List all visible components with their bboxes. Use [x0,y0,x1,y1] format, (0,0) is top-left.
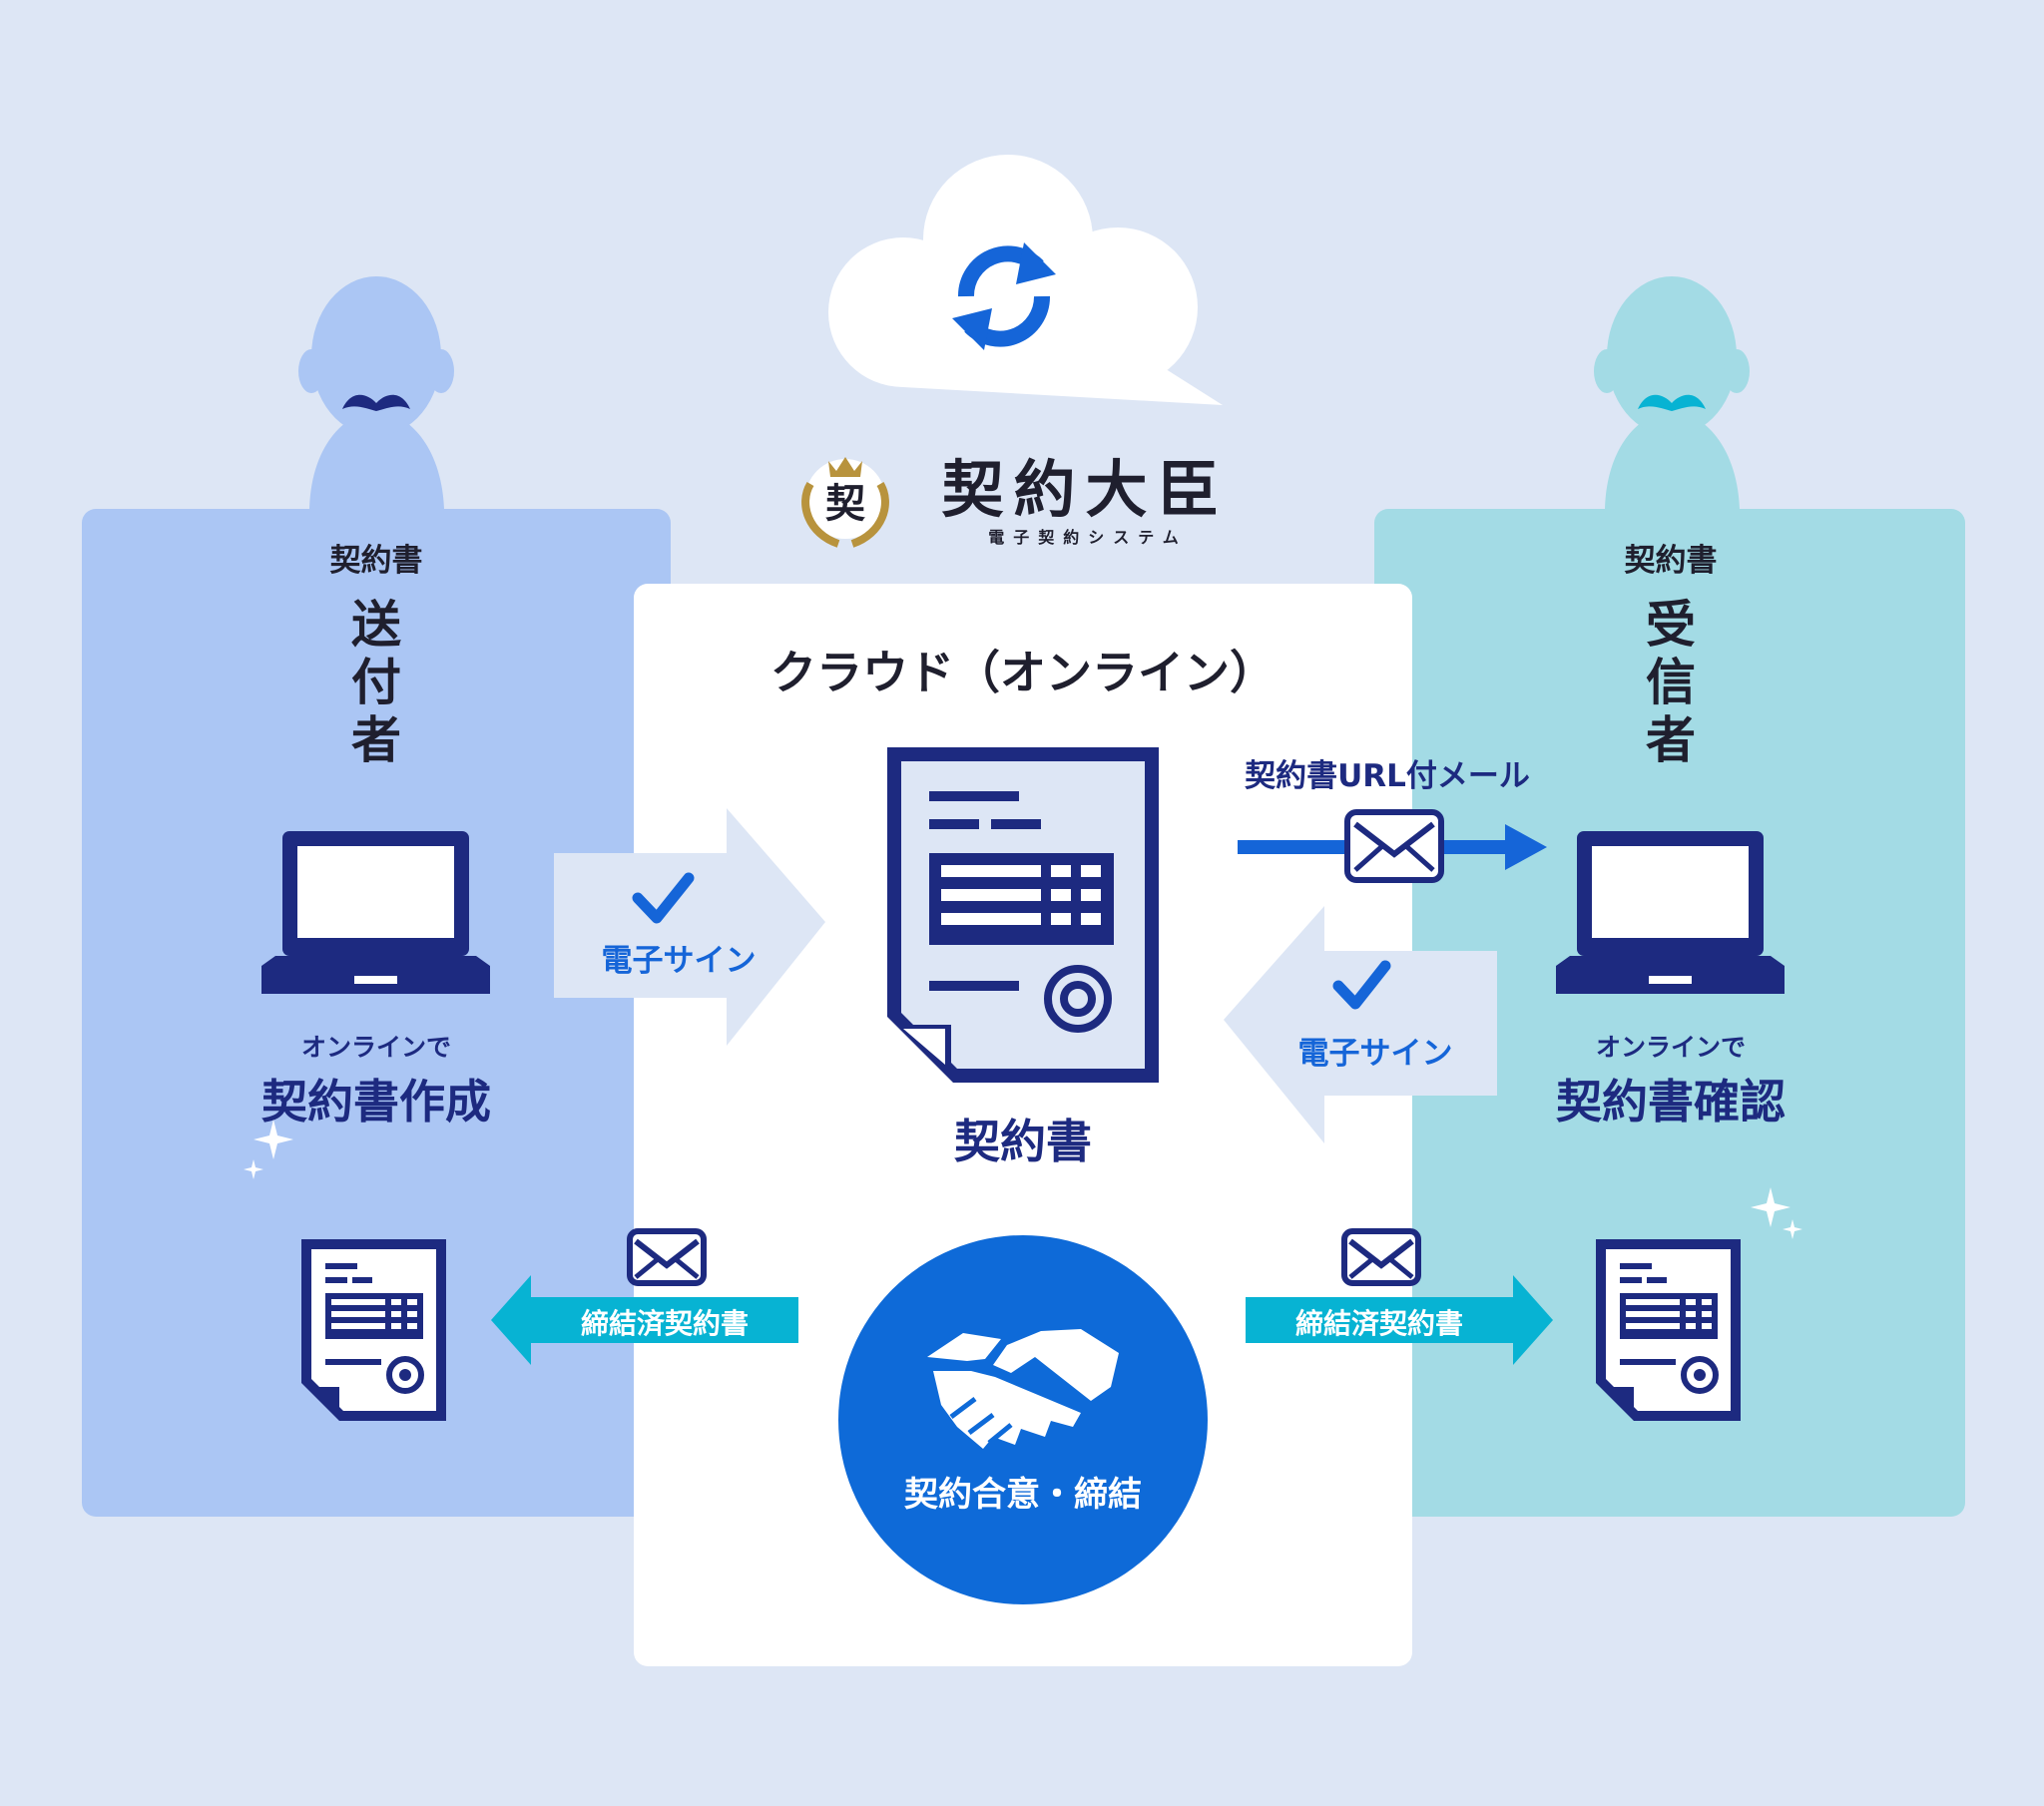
signed-contract-arrow-right [1246,1275,1553,1365]
sender-action: 契約書作成 [261,1075,491,1129]
sync-icon [952,242,1056,350]
envelope-icon [1344,809,1444,883]
sender-laptop-icon [261,831,490,994]
checkmark-icon [1332,960,1391,1010]
receiver-role: 受信者 [1646,596,1696,769]
sender-signed-document-icon [301,1239,446,1421]
agreement-label: 契約合意・締結 [904,1475,1142,1515]
receiver-caption: 契約書 [1624,543,1718,579]
receiver-laptop-icon [1556,831,1785,994]
contract-document-label: 契約書 [954,1115,1092,1168]
brand-name: 契約大臣 [941,453,1230,526]
cloud-panel-title: クラウド（オンライン） [770,646,1276,699]
sender-caption: 契約書 [329,543,423,579]
receiver-action: 契約書確認 [1556,1075,1786,1129]
brand-emblem-logo: 契 [801,457,889,548]
sender-sign-arrow [554,808,825,1046]
sparkle-icon [1751,1187,1802,1239]
url-mail-arrow [1238,809,1547,883]
brand-subtitle: 電子契約システム [988,528,1188,547]
envelope-icon [1341,1228,1421,1286]
logo-emblem-char: 契 [825,480,865,527]
receiver-sign-arrow [1224,906,1497,1143]
receiver-signed-document-icon [1596,1239,1741,1421]
envelope-icon [627,1228,707,1286]
signed-contract-label-right: 締結済契約書 [1294,1307,1463,1340]
signed-contract-arrow-left [491,1275,798,1365]
handshake-icon [927,1329,1119,1449]
checkmark-icon [632,872,695,924]
sparkle-icon [244,1120,293,1179]
signed-contract-label-left: 締結済契約書 [580,1307,749,1340]
receiver-person-icon [1594,276,1750,509]
sender-action-prefix: オンラインで [300,1033,451,1062]
receiver-action-prefix: オンラインで [1595,1033,1746,1062]
url-mail-label: 契約書URL付メール [1245,758,1530,794]
sender-role: 送付者 [351,596,401,769]
sender-sign-label: 電子サイン [601,943,757,979]
receiver-sign-label: 電子サイン [1297,1036,1453,1072]
sender-person-icon [298,276,454,509]
contract-document-icon [887,747,1159,1083]
